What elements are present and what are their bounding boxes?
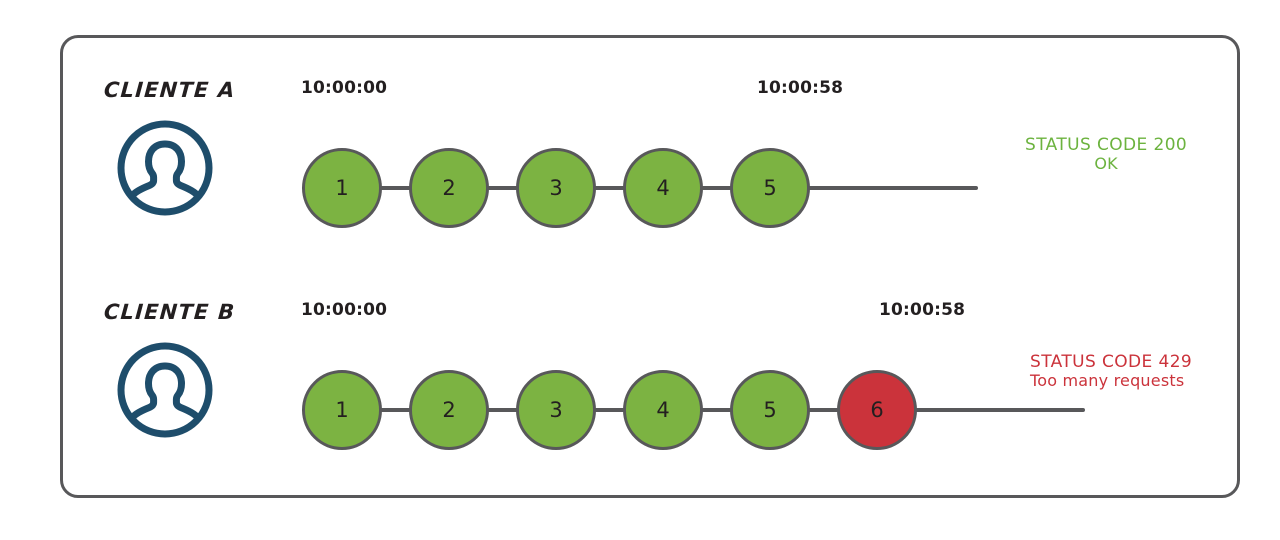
request-node: 1: [302, 148, 382, 228]
request-node: 5: [730, 370, 810, 450]
timestamp-start-b: 10:00:00: [301, 300, 388, 320]
person-avatar-icon: [115, 340, 215, 440]
request-node: 2: [409, 370, 489, 450]
request-node: 3: [516, 370, 596, 450]
status-code-line: STATUS CODE 429: [1030, 352, 1193, 372]
request-node: 6: [837, 370, 917, 450]
timestamp-end-a: 10:00:58: [757, 78, 844, 98]
request-node: 1: [302, 370, 382, 450]
request-node: 3: [516, 148, 596, 228]
client-label-b: CLIENTE B: [103, 300, 237, 324]
status-text-line: Too many requests: [1030, 371, 1185, 391]
client-label-a: CLIENTE A: [103, 78, 237, 102]
request-node: 4: [623, 370, 703, 450]
request-node: 4: [623, 148, 703, 228]
status-code-line: STATUS CODE 200: [1025, 135, 1188, 155]
person-avatar-icon: [115, 118, 215, 218]
request-node: 5: [730, 148, 810, 228]
status-badge-a: STATUS CODE 200 OK: [1025, 135, 1187, 174]
timestamp-start-a: 10:00:00: [301, 78, 388, 98]
status-badge-b: STATUS CODE 429 Too many requests: [1030, 352, 1192, 391]
status-text-line: OK: [1094, 154, 1118, 174]
request-node: 2: [409, 148, 489, 228]
timestamp-end-b: 10:00:58: [879, 300, 966, 320]
